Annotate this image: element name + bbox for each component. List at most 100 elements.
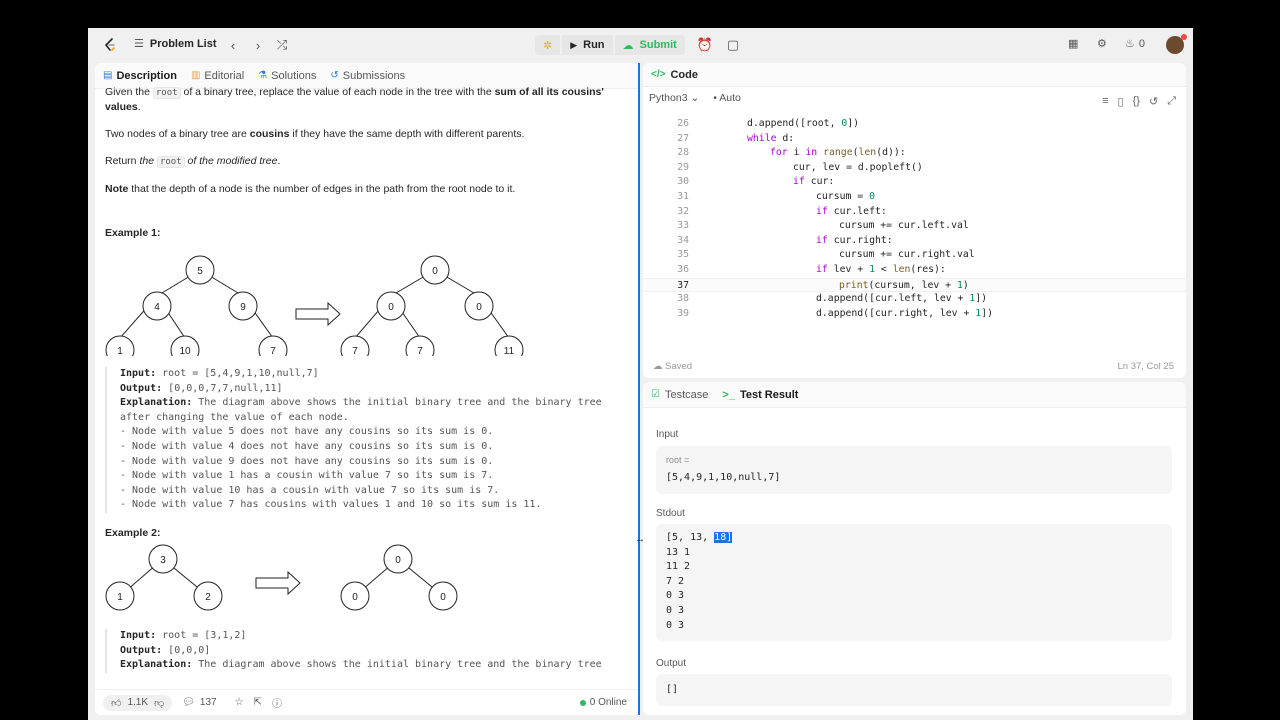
braces-icon[interactable]: {}	[1132, 95, 1140, 107]
tab-description[interactable]: ▤Description	[103, 70, 177, 82]
top-bar: ☰ Problem List ‹ › ⤮ ✲ ▶ Run ☁ Submit ⏰ …	[88, 28, 1193, 62]
bold-text: sum of all its cousins'	[494, 86, 604, 98]
language-select[interactable]: Python3 ⌄	[649, 92, 699, 104]
thumbs-down-icon[interactable]: 👎︎	[154, 697, 165, 709]
input-label: Input	[656, 429, 679, 440]
label: Output:	[120, 644, 163, 656]
value: - Node with value 9 does not have any co…	[120, 455, 494, 467]
chevron-down-icon: ⌄	[690, 92, 700, 104]
shuffle-icon[interactable]: ⤮	[276, 37, 288, 52]
tab-submissions[interactable]: ↺Submissions	[330, 70, 405, 82]
italic-text: of the modified tree	[184, 155, 278, 167]
bookmark-icon[interactable]: ▯	[1117, 96, 1124, 108]
stdout-line: 0 3	[666, 604, 685, 616]
avatar[interactable]	[1166, 34, 1187, 54]
run-submit-group: ✲ ▶ Run ☁ Submit	[535, 35, 685, 55]
panel-divider[interactable]	[638, 63, 640, 715]
stdout-line: 0 3	[666, 590, 685, 602]
fullscreen-icon[interactable]: ⤢	[1167, 95, 1176, 107]
tab-editorial[interactable]: ▥Editorial	[191, 70, 244, 82]
submit-button[interactable]: ☁ Submit	[614, 35, 685, 55]
line-number: 38	[677, 293, 689, 305]
notification-dot	[1181, 34, 1187, 40]
editor-actions: ≡ ▯ {} ↺ ⤢	[1102, 95, 1176, 108]
streak-counter[interactable]: ♨ 0	[1125, 37, 1145, 51]
stdout-line: 11 2	[666, 561, 691, 573]
comment-count: 137	[199, 697, 217, 708]
next-problem-icon[interactable]: ›	[255, 37, 261, 53]
help-icon[interactable]: ⓘ	[271, 699, 282, 710]
tab-label: Solutions	[271, 69, 317, 82]
code-title: Code	[670, 68, 698, 81]
code-text: cursum += cur.right.val	[839, 249, 975, 261]
run-button[interactable]: ▶ Run	[562, 35, 613, 55]
tab-label: Test Result	[739, 388, 799, 401]
share-icon[interactable]: ⇱	[253, 697, 262, 708]
notes-icon[interactable]: ▢	[726, 37, 740, 52]
book-icon: ▥	[190, 70, 201, 81]
line-number: 29	[677, 161, 689, 173]
code-text: cursum += cur.left.val	[839, 220, 969, 232]
prev-problem-icon[interactable]: ‹	[230, 37, 236, 53]
thumbs-up-icon[interactable]: 👍︎	[111, 697, 122, 709]
paragraph-cousins: Two nodes of a binary tree are cousins i…	[105, 127, 625, 141]
problem-list-button[interactable]: ☰ Problem List	[134, 37, 217, 51]
bold-text: cousins	[249, 128, 290, 140]
text: Return	[105, 155, 140, 167]
paragraph-note: Note that the depth of a node is the num…	[105, 182, 625, 196]
terminal-icon: >_	[722, 388, 735, 401]
line-number: 30	[677, 176, 689, 188]
tab-test-result[interactable]: >_ Test Result	[722, 389, 798, 401]
line-number: 27	[677, 132, 689, 144]
line-number: 32	[677, 205, 689, 217]
history-icon: ↺	[330, 70, 339, 81]
value: root = [3,1,2]	[156, 629, 247, 641]
label: Output:	[120, 382, 163, 394]
value: The diagram above shows the initial bina…	[192, 659, 602, 671]
leetcode-logo-icon[interactable]	[102, 37, 118, 53]
line-number: 36	[677, 263, 689, 275]
tree-node: 1	[117, 346, 123, 356]
input-box: root = [5,4,9,1,10,null,7]	[656, 446, 1172, 494]
line-number: 37	[677, 279, 689, 291]
online-label: 0 Online	[589, 697, 627, 708]
debug-button[interactable]: ✲	[535, 35, 561, 55]
reset-icon[interactable]: ↺	[1148, 96, 1159, 108]
star-icon[interactable]: ☆	[234, 697, 244, 708]
text: Given the	[105, 86, 153, 98]
arrow-right-icon	[295, 301, 341, 327]
line-number: 31	[677, 190, 689, 202]
cursor-position: Ln 37, Col 25	[1117, 360, 1174, 372]
layout-icon[interactable]: ▦	[1068, 38, 1079, 50]
bold-text: values	[105, 101, 138, 113]
timer-icon[interactable]: ⏰	[696, 37, 714, 52]
format-icon[interactable]: ≡	[1102, 95, 1109, 107]
auto-mode[interactable]: • Auto	[713, 92, 741, 104]
paragraph-return: Return the root of the modified tree.	[105, 154, 625, 169]
document-icon: ▤	[103, 70, 113, 81]
tab-testcase[interactable]: ☑Testcase	[651, 389, 708, 401]
tab-label: Testcase	[664, 388, 709, 401]
code-text: if cur.right:	[816, 234, 893, 246]
value: root = [5,4,9,1,10,null,7]	[156, 368, 319, 379]
settings-gear-icon[interactable]: ⚙	[1097, 38, 1107, 50]
tab-label: Submissions	[342, 69, 406, 82]
comment-button[interactable]: 💬︎ 137	[182, 697, 216, 708]
tab-solutions[interactable]: ⚗Solutions	[258, 70, 316, 82]
